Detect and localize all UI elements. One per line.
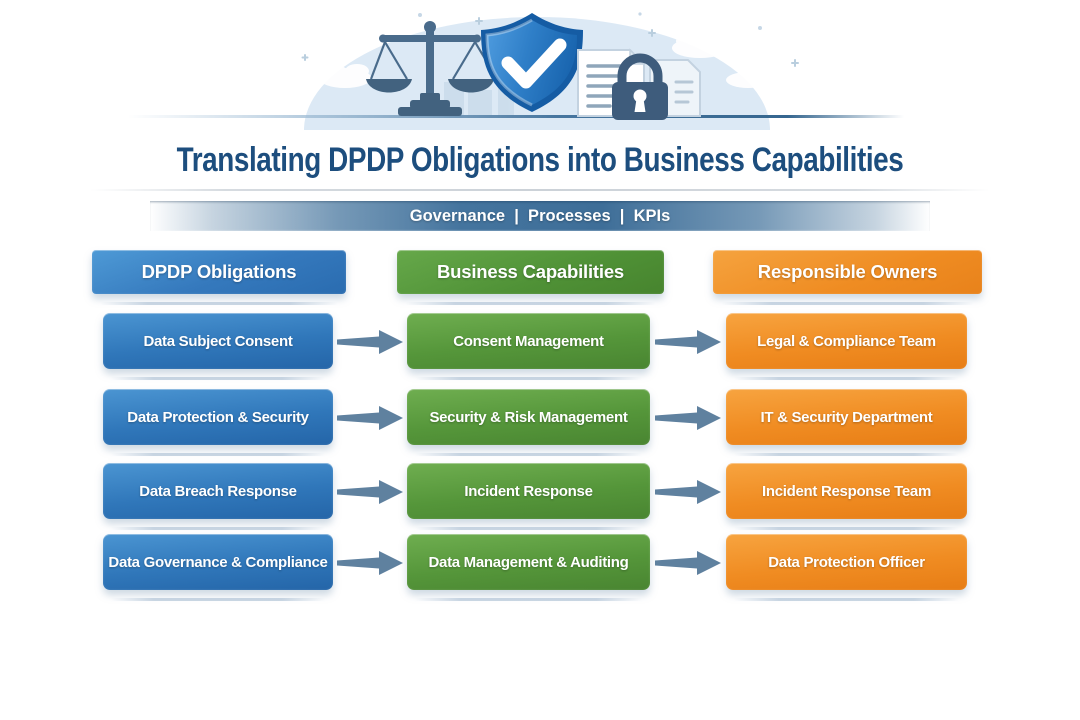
column-header-obligations: DPDP Obligations <box>92 250 346 305</box>
cloud-icon <box>319 33 770 88</box>
column-header-capabilities: Business Capabilities <box>397 250 664 305</box>
column-header-label: Responsible Owners <box>757 261 938 282</box>
owner-box: IT & Security Department <box>726 389 967 456</box>
obligation-box: Data Protection & Security <box>103 389 333 456</box>
owner-box: Data Protection Officer <box>726 534 967 601</box>
shield-checkmark-icon <box>481 13 583 112</box>
page-title: Translating DPDP Obligations into Busine… <box>176 140 904 179</box>
hero-illustration <box>128 12 904 130</box>
arrow-right-icon <box>655 480 721 504</box>
obligation-box: Data Subject Consent <box>103 313 333 380</box>
capability-box: Data Management & Auditing <box>407 534 650 601</box>
padlock-icon <box>612 53 668 120</box>
capability-label: Incident Response <box>464 482 593 500</box>
dot-decorations <box>418 12 762 30</box>
capability-box: Consent Management <box>407 313 650 380</box>
capability-box: Security & Risk Management <box>407 389 650 456</box>
obligation-label: Data Breach Response <box>139 482 297 500</box>
capability-box: Incident Response <box>407 463 650 530</box>
arrow-right-icon <box>655 406 721 430</box>
column-header-label: DPDP Obligations <box>141 261 297 282</box>
capability-label: Security & Risk Management <box>429 408 628 426</box>
ground-line <box>128 115 904 118</box>
owner-label: IT & Security Department <box>760 408 933 426</box>
obligation-box: Data Governance & Compliance <box>103 534 333 601</box>
arrow-right-icon <box>337 406 403 430</box>
scales-of-justice-icon <box>366 21 498 116</box>
owner-label: Incident Response Team <box>762 482 931 500</box>
title-divider <box>90 189 990 191</box>
arrow-right-icon <box>337 330 403 354</box>
column-header-owners: Responsible Owners <box>713 250 982 305</box>
column-header-label: Business Capabilities <box>436 261 625 282</box>
capability-label: Data Management & Auditing <box>428 553 629 571</box>
sparkle-decorations <box>301 17 799 67</box>
owner-box: Legal & Compliance Team <box>726 313 967 380</box>
arrow-right-icon <box>655 551 721 575</box>
obligation-box: Data Breach Response <box>103 463 333 530</box>
owner-box: Incident Response Team <box>726 463 967 530</box>
owner-label: Legal & Compliance Team <box>757 332 936 350</box>
capability-label: Consent Management <box>453 332 604 350</box>
obligation-label: Data Protection & Security <box>127 408 309 426</box>
arrow-right-icon <box>337 480 403 504</box>
owner-label: Data Protection Officer <box>768 553 925 571</box>
obligation-label: Data Subject Consent <box>143 332 293 350</box>
obligation-label: Data Governance & Compliance <box>108 553 328 571</box>
arrow-right-icon <box>337 551 403 575</box>
subtitle-bar: Governance | Processes | KPIs <box>150 201 930 231</box>
arrow-right-icon <box>655 330 721 354</box>
